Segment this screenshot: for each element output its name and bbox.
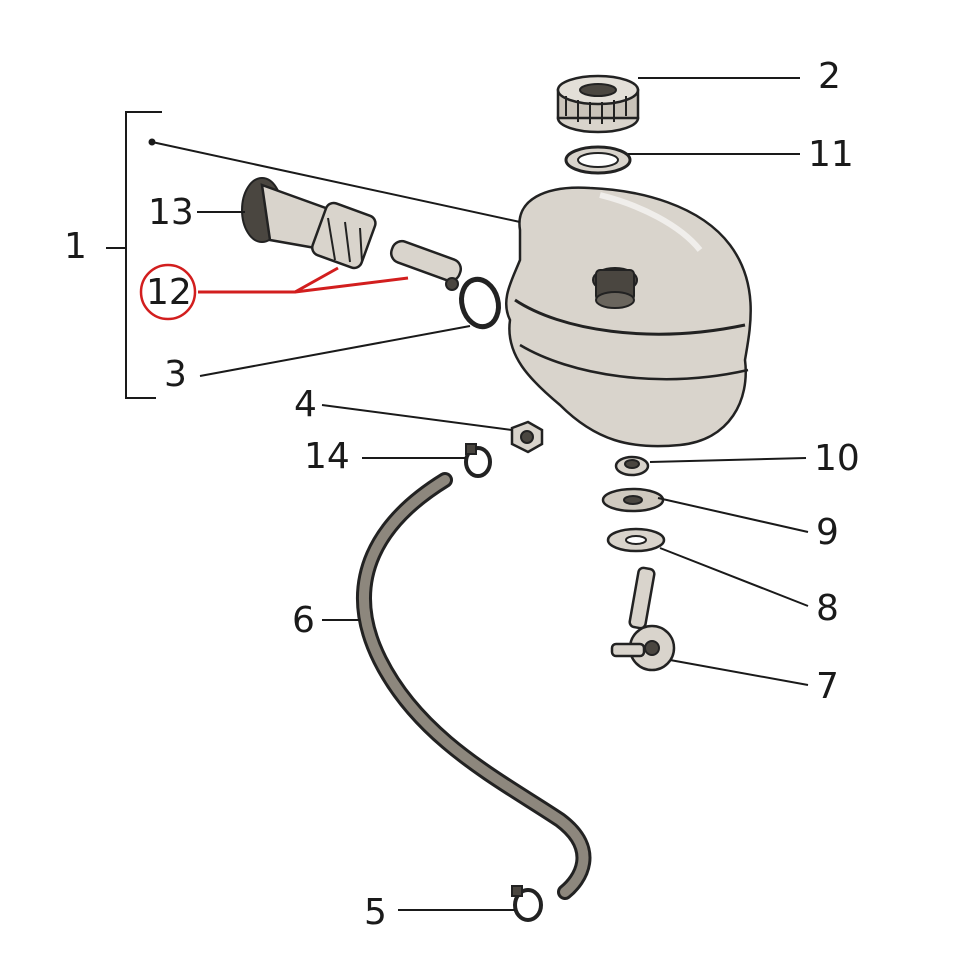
callout-12: 12	[146, 272, 192, 313]
callout-6: 6	[292, 600, 315, 641]
fuel-tap-body	[241, 177, 377, 270]
hose-clamp-upper	[464, 443, 492, 478]
callout-10: 10	[814, 438, 860, 479]
callout-5: 5	[364, 892, 387, 933]
fuel-hose	[356, 472, 592, 900]
callout-8: 8	[816, 588, 839, 629]
fuel-tank	[505, 186, 752, 448]
leader-3	[199, 325, 471, 377]
callout-14: 14	[304, 436, 350, 477]
hex-nut	[510, 420, 544, 454]
washer-upper	[601, 487, 665, 513]
hose-clamp-lower	[511, 885, 543, 922]
callout-4: 4	[294, 384, 317, 425]
callout-7: 7	[816, 666, 839, 707]
leader-lines	[197, 77, 809, 911]
tap-nut	[614, 455, 650, 477]
assembly-bracket	[106, 111, 521, 399]
fuel-filter	[389, 239, 463, 291]
leader-10	[649, 457, 807, 463]
callout-2: 2	[818, 56, 841, 97]
fuel-tap	[610, 566, 676, 672]
leader-8	[659, 547, 809, 607]
callout-11: 11	[808, 134, 854, 175]
highlight-leader-12	[139, 263, 409, 321]
callout-1: 1	[64, 226, 87, 267]
cap-gasket	[564, 145, 632, 175]
leader-7	[669, 659, 809, 686]
callout-3: 3	[164, 354, 187, 395]
callout-9: 9	[816, 512, 839, 553]
washer-lower	[606, 527, 666, 553]
seal-ring	[459, 276, 501, 330]
filler-cap	[556, 74, 640, 134]
callout-13: 13	[148, 192, 194, 233]
leader-9	[657, 497, 809, 533]
leader-4	[321, 404, 513, 431]
